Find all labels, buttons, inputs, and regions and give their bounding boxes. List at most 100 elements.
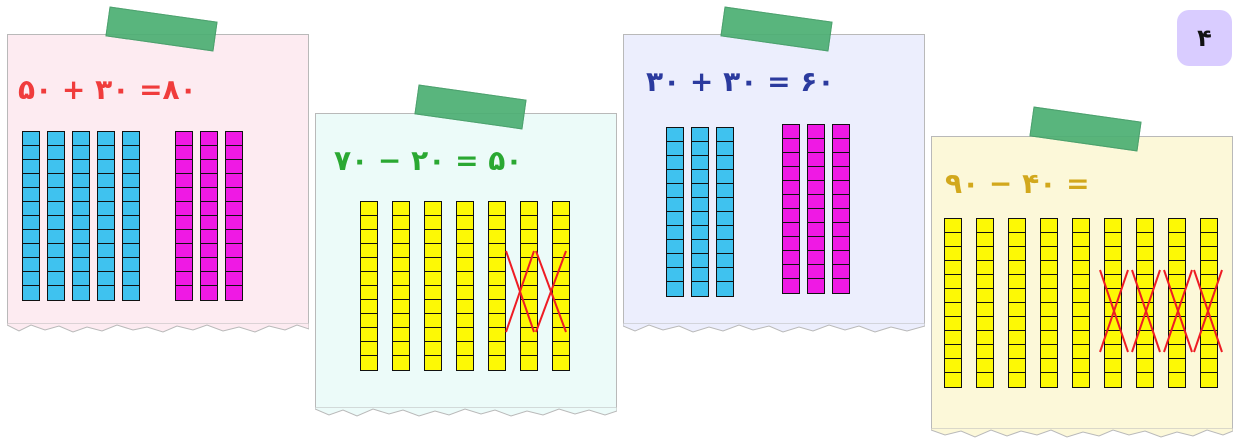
ten-rod xyxy=(782,124,800,294)
unit-cube xyxy=(521,328,537,342)
unit-cube xyxy=(48,258,64,272)
page-number-badge: ۴ xyxy=(1177,10,1232,66)
unit-cube xyxy=(23,230,39,244)
ten-rod xyxy=(1008,218,1026,388)
unit-cube xyxy=(73,230,89,244)
unit-cube xyxy=(201,244,217,258)
unit-cube xyxy=(1201,317,1217,331)
unit-cube xyxy=(226,286,242,300)
unit-cube xyxy=(833,279,849,293)
unit-cube xyxy=(1169,345,1185,359)
ten-rod xyxy=(424,201,442,371)
ten-rod xyxy=(666,127,684,297)
unit-cube xyxy=(1137,303,1153,317)
equation-text: ۵۰ + ۳۰ =۸۰ xyxy=(18,73,197,106)
unit-cube xyxy=(521,300,537,314)
unit-cube xyxy=(1169,233,1185,247)
unit-cube xyxy=(833,125,849,139)
unit-cube xyxy=(1137,289,1153,303)
unit-cube xyxy=(361,272,377,286)
unit-cube xyxy=(48,272,64,286)
equation-text: ۷۰ − ۲۰ = ۵۰ xyxy=(334,144,523,177)
unit-cube xyxy=(553,202,569,216)
unit-cube xyxy=(176,160,192,174)
unit-cube xyxy=(489,272,505,286)
unit-cube xyxy=(717,212,733,226)
unit-cube xyxy=(48,230,64,244)
unit-cube xyxy=(977,219,993,233)
unit-cube xyxy=(1201,233,1217,247)
unit-cube xyxy=(1009,359,1025,373)
unit-cube xyxy=(1009,261,1025,275)
unit-cube xyxy=(667,198,683,212)
unit-cube xyxy=(457,230,473,244)
unit-cube xyxy=(1009,219,1025,233)
unit-cube xyxy=(73,146,89,160)
unit-cube xyxy=(692,240,708,254)
unit-cube xyxy=(48,244,64,258)
unit-cube xyxy=(1169,359,1185,373)
unit-cube xyxy=(201,132,217,146)
unit-cube xyxy=(692,184,708,198)
unit-cube xyxy=(667,254,683,268)
unit-cube xyxy=(1009,345,1025,359)
ten-rod xyxy=(716,127,734,297)
subtraction-card-2: ۹۰ − ۴۰ = xyxy=(931,136,1233,438)
unit-cube xyxy=(692,170,708,184)
unit-cube xyxy=(393,202,409,216)
unit-cube xyxy=(123,230,139,244)
unit-cube xyxy=(1105,261,1121,275)
addition-card-2: ۳۰ + ۳۰ = ۶۰ xyxy=(623,34,925,333)
unit-cube xyxy=(783,195,799,209)
unit-cube xyxy=(425,328,441,342)
unit-cube xyxy=(98,258,114,272)
unit-cube xyxy=(1137,233,1153,247)
unit-cube xyxy=(1201,219,1217,233)
unit-cube xyxy=(945,233,961,247)
ten-rod xyxy=(122,131,140,301)
unit-cube xyxy=(808,279,824,293)
unit-cube xyxy=(833,251,849,265)
rod-group-tens xyxy=(666,127,734,297)
unit-cube xyxy=(717,240,733,254)
unit-cube xyxy=(783,125,799,139)
unit-cube xyxy=(692,198,708,212)
unit-cube xyxy=(457,272,473,286)
unit-cube xyxy=(1105,345,1121,359)
unit-cube xyxy=(1169,261,1185,275)
unit-cube xyxy=(176,272,192,286)
unit-cube xyxy=(945,359,961,373)
unit-cube xyxy=(1201,359,1217,373)
unit-cube xyxy=(1169,303,1185,317)
unit-cube xyxy=(48,132,64,146)
ten-rod xyxy=(360,201,378,371)
unit-cube xyxy=(1105,303,1121,317)
unit-cube xyxy=(48,188,64,202)
unit-cube xyxy=(717,282,733,296)
unit-cube xyxy=(226,146,242,160)
unit-cube xyxy=(1201,345,1217,359)
unit-cube xyxy=(692,142,708,156)
ten-rod xyxy=(807,124,825,294)
ten-rod xyxy=(944,218,962,388)
unit-cube xyxy=(1201,247,1217,261)
unit-cube xyxy=(808,251,824,265)
unit-cube xyxy=(23,216,39,230)
unit-cube xyxy=(425,230,441,244)
unit-cube xyxy=(73,244,89,258)
unit-cube xyxy=(977,317,993,331)
unit-cube xyxy=(1073,373,1089,387)
unit-cube xyxy=(226,258,242,272)
unit-cube xyxy=(393,258,409,272)
unit-cube xyxy=(23,188,39,202)
unit-cube xyxy=(553,328,569,342)
unit-cube xyxy=(425,272,441,286)
unit-cube xyxy=(23,160,39,174)
unit-cube xyxy=(1137,317,1153,331)
unit-cube xyxy=(717,254,733,268)
unit-cube xyxy=(667,226,683,240)
unit-cube xyxy=(667,142,683,156)
unit-cube xyxy=(123,216,139,230)
ten-rod xyxy=(1136,218,1154,388)
unit-cube xyxy=(98,188,114,202)
